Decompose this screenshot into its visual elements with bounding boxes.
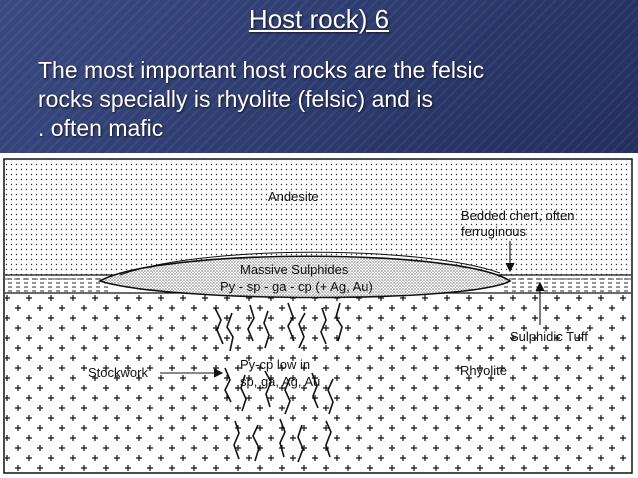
body-line-3: . often mafic <box>38 115 164 141</box>
sulphidic-tuff-left <box>5 275 110 293</box>
stockwork-veins <box>214 302 343 463</box>
label-massive-line1: Massive Sulphides <box>240 262 349 277</box>
rhyolite-layer <box>5 291 631 472</box>
label-chert-line2: ferruginous <box>461 224 527 239</box>
label-sulphidic-tuff: Sulphidic Tuff <box>510 329 588 344</box>
body-line-1: The most important host rocks are the fe… <box>38 57 485 83</box>
label-andesite: Andesite <box>268 189 319 204</box>
label-stockwork: Stockwork <box>88 365 148 380</box>
leader-lines <box>160 241 545 378</box>
label-pycp-line2: sp, ga, Ag, Au <box>240 374 320 389</box>
bedded-chert-arc <box>119 251 501 276</box>
ore-deposit-diagram: Andesite Bedded chert, often ferruginous… <box>0 153 638 478</box>
sulphidic-tuff-right <box>500 275 631 293</box>
diagram-svg: Andesite Bedded chert, often ferruginous… <box>3 158 633 474</box>
label-rhyolite: Rhyolite <box>460 363 507 378</box>
body-line-2: rocks specially is rhyolite (felsic) and… <box>38 86 433 112</box>
label-massive-line2: Py - sp - ga - cp (+ Ag, Au) <box>220 279 373 294</box>
massive-sulphide-lens <box>97 255 512 299</box>
label-chert-line1: Bedded chert, often <box>461 208 574 223</box>
label-pycp-line1: Py-cp low in <box>240 357 310 372</box>
slide-body-text: The most important host rocks are the fe… <box>38 56 628 143</box>
slide-texture <box>0 0 638 160</box>
slide-title: Host rock) 6 <box>248 4 390 34</box>
